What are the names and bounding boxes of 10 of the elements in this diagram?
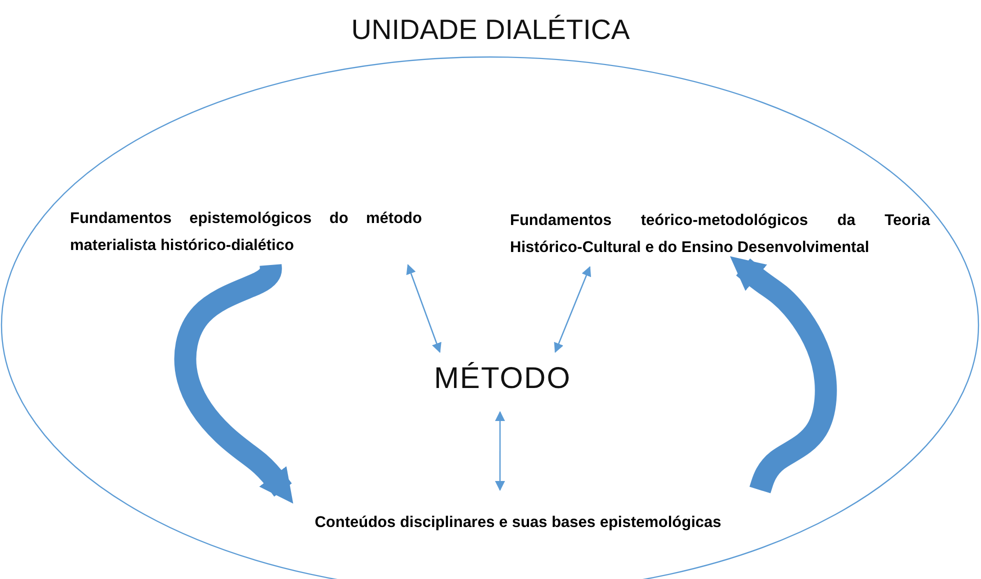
curved-arrow — [730, 256, 837, 496]
double-arrow — [495, 411, 506, 491]
central-label: MÉTODO — [432, 362, 572, 396]
node-label: Fundamentos epistemológicos do método materialista histórico-dialético — [70, 209, 422, 256]
double-arrow — [406, 264, 442, 353]
node-label: Fundamentos teórico-metodológicos da Teoria Histórico-Cultural e do Ensino Desenvolvimental — [510, 211, 930, 258]
ellipse-frame — [0, 55, 981, 579]
node-label: Conteúdos disciplinares e suas bases epistemológicas — [314, 514, 722, 532]
double-arrow — [554, 266, 592, 353]
diagram-title: UNIDADE DIALÉTICA — [350, 14, 631, 46]
